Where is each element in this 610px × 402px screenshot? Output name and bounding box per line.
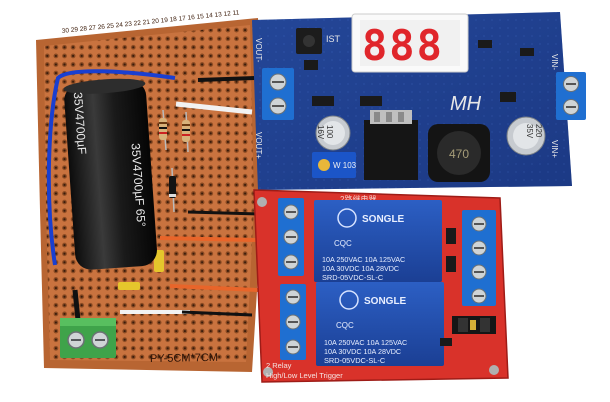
mounting-hole xyxy=(257,197,267,207)
push-button xyxy=(296,28,322,54)
smd-component xyxy=(446,228,456,244)
relay-module: 2路继电器 xyxy=(253,189,509,383)
vout-minus-label: VOUT- xyxy=(254,38,263,63)
jumper-header xyxy=(452,316,496,334)
blue-terminal-input xyxy=(556,72,586,120)
relay-terminal-block xyxy=(278,198,304,276)
potentiometer-label: W 103 xyxy=(333,161,357,170)
resistor xyxy=(182,111,190,153)
vin-minus-label: VIN- xyxy=(550,54,559,70)
output-capacitor-value: 22035V xyxy=(525,124,543,139)
resistor xyxy=(159,109,167,151)
relay-module-label: High/Low Level Trigger xyxy=(266,371,343,380)
relay-cert: CQC xyxy=(334,239,352,248)
inductor: 470 xyxy=(428,124,490,182)
smd-component xyxy=(440,338,452,346)
mounting-hole xyxy=(263,367,273,377)
inductor-value: 470 xyxy=(449,147,469,161)
vout-plus-label: VOUT+ xyxy=(254,132,263,159)
smd-component xyxy=(360,96,382,106)
relay-spec: 10A 30VDC 10A 28VDC xyxy=(322,264,399,273)
green-terminal-block xyxy=(60,318,116,358)
button-label: IST xyxy=(326,34,341,44)
small-capacitor: 10016V xyxy=(315,115,351,151)
potentiometer: W 103 xyxy=(312,152,357,178)
mh-label: MH xyxy=(450,93,482,115)
relay-terminal-block xyxy=(280,284,306,360)
buck-converter-module: 888 IST VOUT- VOUT+ VIN- VIN+ MH xyxy=(252,12,586,190)
relay-spec: 10A 250VAC 10A 125VAC xyxy=(324,338,407,347)
capacitor-marking: 35V4700µF 65° xyxy=(129,143,149,228)
mounting-hole xyxy=(489,365,499,375)
relay-model: SRD-05VDC-SL-C xyxy=(324,356,386,365)
relay-brand: SONGLE xyxy=(364,296,407,307)
relay-cert: CQC xyxy=(336,321,354,330)
diode xyxy=(169,167,176,213)
blue-terminal-output xyxy=(262,68,294,120)
perfboard-wires xyxy=(46,69,259,321)
regulator-chip xyxy=(364,110,418,180)
yellow-capacitor xyxy=(154,250,164,272)
smd-component xyxy=(478,40,492,48)
output-capacitor: 22035V xyxy=(506,116,546,156)
vin-plus-label: VIN+ xyxy=(550,140,559,158)
relay-input-terminal xyxy=(462,210,496,306)
small-capacitor-value: 10016V xyxy=(316,125,334,140)
relay-brand: SONGLE xyxy=(362,214,405,225)
smd-component xyxy=(304,60,318,70)
smd-component xyxy=(520,48,534,56)
perfboard-size-label: PY-5CM*7CM xyxy=(150,352,218,365)
relay-model: SRD-05VDC-SL-C xyxy=(322,273,384,282)
smd-component xyxy=(312,96,334,106)
electrolytic-capacitor: 35V4700µF 35V4700µF 65° xyxy=(63,78,157,270)
relay: SONGLE CQC 10A 250VAC 10A 125VAC 10A 30V… xyxy=(316,282,444,366)
seven-segment-display: 888 xyxy=(351,13,469,73)
relay-module-top-label: 2路继电器 xyxy=(340,194,376,204)
smd-component xyxy=(446,256,456,272)
relay-module-label: 2 Relay xyxy=(266,361,292,370)
relay: SONGLE CQC 10A 250VAC 10A 125VAC 10A 30V… xyxy=(314,200,442,282)
display-digits: 888 xyxy=(362,21,444,70)
relay-spec: 10A 250VAC 10A 125VAC xyxy=(322,255,405,264)
capacitor-marking: 35V4700µF xyxy=(71,92,89,155)
relay-spec: 10A 30VDC 10A 28VDC xyxy=(324,347,401,356)
yellow-capacitor xyxy=(118,282,140,290)
smd-component xyxy=(500,92,516,102)
